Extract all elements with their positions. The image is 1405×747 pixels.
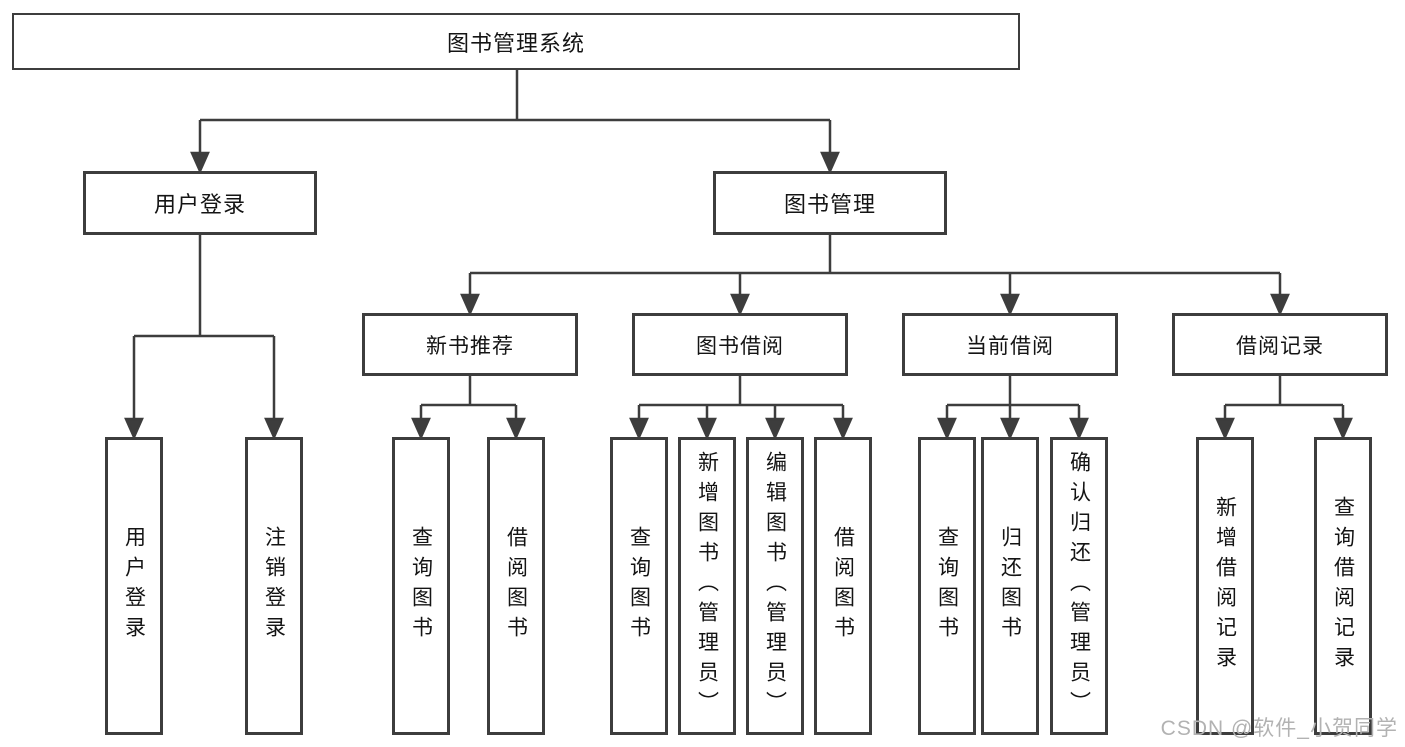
arrow-down-icon <box>1215 417 1235 441</box>
arrow-down-icon <box>1270 293 1290 317</box>
node-leaf-query-books-borrowing: 查询图书 <box>610 437 668 735</box>
connector-book-borrow-to-leaves <box>629 376 853 441</box>
node-label: 查询图书 <box>409 526 433 646</box>
node-leaf-query-borrow-record: 查询借阅记录 <box>1314 437 1372 735</box>
node-label: 用户登录 <box>122 526 146 646</box>
node-leaf-return-books: 归还图书 <box>981 437 1039 735</box>
node-borrowing-records: 借阅记录 <box>1172 313 1388 376</box>
csdn-watermark: CSDN @软件_小贺同学 <box>1160 717 1398 740</box>
arrow-down-icon <box>506 417 526 441</box>
node-leaf-query-books-current: 查询图书 <box>918 437 976 735</box>
node-label: 图书管理 <box>783 192 876 217</box>
arrow-down-icon <box>1000 293 1020 317</box>
node-leaf-logout: 注销登录 <box>245 437 303 735</box>
node-root-system: 图书管理系统 <box>12 13 1020 70</box>
arrow-down-icon <box>629 417 649 441</box>
node-label: 注销登录 <box>262 526 286 646</box>
arrow-down-icon <box>833 417 853 441</box>
node-label: 用户登录 <box>153 192 246 217</box>
node-label: 新增借阅记录 <box>1213 496 1237 676</box>
node-label: 归还图书 <box>998 526 1022 646</box>
arrow-down-icon <box>1000 417 1020 441</box>
node-book-borrowing: 图书借阅 <box>632 313 848 376</box>
connector-book-mgmt-to-sections <box>460 235 1290 317</box>
node-label: 当前借阅 <box>966 334 1054 358</box>
node-label: 借阅图书 <box>504 526 528 646</box>
node-leaf-borrow-books-recommend: 借阅图书 <box>487 437 545 735</box>
node-current-borrowing: 当前借阅 <box>902 313 1118 376</box>
arrow-down-icon <box>264 417 284 441</box>
node-label: 新增图书（管理员） <box>695 451 719 721</box>
node-label: 编辑图书（管理员） <box>763 451 787 721</box>
arrow-down-icon <box>697 417 717 441</box>
arrow-down-icon <box>460 293 480 317</box>
node-label: 查询图书 <box>935 526 959 646</box>
arrow-down-icon <box>411 417 431 441</box>
arrow-down-icon <box>124 417 144 441</box>
node-book-management-branch: 图书管理 <box>713 171 947 235</box>
node-leaf-borrow-books: 借阅图书 <box>814 437 872 735</box>
connector-user-login-to-leaves <box>124 235 284 441</box>
node-label: 借阅记录 <box>1236 334 1324 358</box>
arrow-down-icon <box>765 417 785 441</box>
node-label: 借阅图书 <box>831 526 855 646</box>
node-label: 新书推荐 <box>426 334 514 358</box>
arrow-down-icon <box>1333 417 1353 441</box>
node-leaf-query-books-recommend: 查询图书 <box>392 437 450 735</box>
arrow-down-icon <box>820 151 840 175</box>
connector-borrow-record-to-leaves <box>1215 376 1353 441</box>
arrow-down-icon <box>937 417 957 441</box>
node-new-book-recommend: 新书推荐 <box>362 313 578 376</box>
node-leaf-edit-books-admin: 编辑图书（管理员） <box>746 437 804 735</box>
node-label: 图书借阅 <box>696 334 784 358</box>
connector-root-to-branches <box>190 70 840 175</box>
node-leaf-add-books-admin: 新增图书（管理员） <box>678 437 736 735</box>
connector-new-book-to-leaves <box>411 376 526 441</box>
arrow-down-icon <box>1069 417 1089 441</box>
node-label: 确认归还（管理员） <box>1067 451 1091 721</box>
arrow-down-icon <box>730 293 750 317</box>
node-leaf-confirm-return-admin: 确认归还（管理员） <box>1050 437 1108 735</box>
node-label: 图书管理系统 <box>446 30 585 56</box>
connector-current-borrow-to-leaves <box>937 376 1089 441</box>
node-label: 查询借阅记录 <box>1331 496 1355 676</box>
node-label: 查询图书 <box>627 526 651 646</box>
node-leaf-add-borrow-record: 新增借阅记录 <box>1196 437 1254 735</box>
arrow-down-icon <box>190 151 210 175</box>
node-user-login-branch: 用户登录 <box>83 171 317 235</box>
node-leaf-user-login: 用户登录 <box>105 437 163 735</box>
